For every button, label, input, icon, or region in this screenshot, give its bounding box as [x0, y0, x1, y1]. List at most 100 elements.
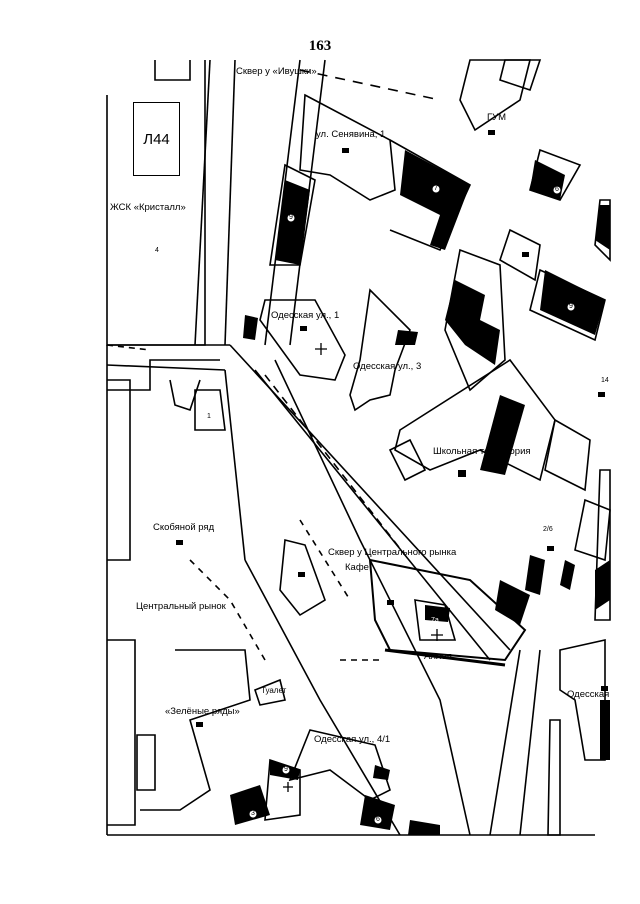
label-skver-rynok: Сквер у Центрального рынка [328, 547, 457, 558]
block-code-box: Л44 [133, 102, 180, 176]
house-number: 6 [376, 816, 380, 823]
house-number-marker [566, 302, 576, 312]
block-outline [559, 639, 606, 761]
shop-icon [598, 392, 605, 397]
dark-building [480, 395, 525, 475]
street-line [299, 69, 441, 101]
house-number-marker [281, 765, 291, 775]
block-outline [499, 228, 541, 282]
shop-icon [176, 540, 183, 545]
dark-building [560, 560, 575, 590]
block-outline [574, 498, 611, 562]
dark-building [600, 700, 610, 760]
house-number: 7 [434, 185, 438, 192]
label-senyavina: ул. Сенявина, 1 [316, 129, 386, 140]
block-outline [107, 639, 136, 826]
dark-building [540, 270, 605, 335]
label-odesskaya-1: Одесская ул., 1 [271, 310, 340, 321]
dark-building [243, 315, 258, 340]
label-zhsk: ЖСК «Кристалл» [110, 202, 186, 213]
street-line [519, 649, 541, 836]
dark-building [425, 605, 450, 622]
label-skver-ivushki: Сквер у «Ивушки» [236, 66, 317, 77]
street-line [224, 59, 236, 346]
street-line [274, 359, 471, 836]
pharmacy-cross-icon [315, 343, 327, 355]
pharmacy-cross-icon [431, 629, 443, 641]
shop-icon [387, 600, 394, 605]
shop-icon [488, 130, 495, 135]
label-school-territory: Школьная территория [433, 446, 531, 457]
label-gum: ГУМ [487, 112, 507, 123]
house-number: 4 [155, 247, 159, 254]
block-outline [136, 734, 156, 791]
block-outline [194, 389, 226, 431]
shop-icon [522, 252, 529, 257]
dark-building [495, 580, 530, 625]
label-zelenye-ryady: «Зелёные ряды» [165, 706, 240, 717]
house-number-marker [552, 185, 562, 195]
house-number: 14 [601, 377, 609, 384]
block-outline [394, 358, 556, 482]
block-outline [544, 418, 591, 492]
block-outline [414, 599, 457, 641]
house-number: 1 [207, 413, 211, 420]
shop-icon [300, 326, 307, 331]
street-line [106, 364, 226, 371]
dark-building [275, 180, 310, 265]
block-outline [499, 59, 542, 92]
street-line [489, 649, 521, 836]
house-number: 6 [555, 186, 559, 193]
dark-building [360, 795, 395, 830]
school-icon [458, 470, 466, 477]
block-outline [279, 538, 326, 617]
label-odesskaya-3: Одесская ул., 3 [353, 361, 422, 372]
house-number-marker [373, 815, 383, 825]
label-kafe: Кафе [345, 562, 369, 573]
dark-building [395, 330, 418, 345]
market-square [368, 558, 527, 662]
label-alley: Аллея [424, 651, 452, 662]
label-toilet: Туалет [261, 686, 287, 695]
street-line [299, 519, 351, 601]
page-number: 163 [308, 38, 332, 54]
street-line [254, 369, 491, 661]
dark-building [530, 160, 565, 200]
house-number: 9 [284, 766, 288, 773]
dark-building [400, 150, 470, 250]
shop-icon [342, 148, 349, 153]
label-central-market: Центральный рынок [136, 601, 226, 612]
label-odesskaya-edge: Одесская [567, 689, 610, 700]
dark-building [373, 765, 390, 780]
shop-icon [196, 722, 203, 727]
block-outline [349, 288, 411, 412]
block-outline [388, 438, 427, 482]
dark-building [595, 560, 610, 610]
block-outline [154, 60, 191, 81]
street-line [264, 374, 406, 556]
shop-icon [601, 686, 608, 691]
block-outline [107, 359, 220, 391]
block-outline [254, 678, 286, 706]
dark-building [525, 555, 545, 595]
shop-icon [547, 546, 554, 551]
block-outline [259, 299, 346, 381]
house-number: 3 [251, 810, 255, 817]
block-outline [107, 379, 131, 561]
alley-line [384, 648, 506, 667]
label-odesskaya-4-1: Одесская ул., 4/1 [314, 734, 391, 745]
street-line [244, 559, 401, 836]
dark-building [230, 785, 270, 825]
dark-building [408, 820, 440, 835]
dark-building [595, 205, 610, 250]
block-outline [140, 649, 251, 811]
street-line [106, 344, 151, 351]
shop-icon [298, 572, 305, 577]
house-number: 2/6 [543, 526, 553, 533]
house-number-marker [286, 213, 296, 223]
pharmacy-cross-icon [283, 782, 293, 792]
house-number: 9 [569, 303, 573, 310]
street-line [224, 369, 246, 561]
street-line [194, 59, 211, 346]
